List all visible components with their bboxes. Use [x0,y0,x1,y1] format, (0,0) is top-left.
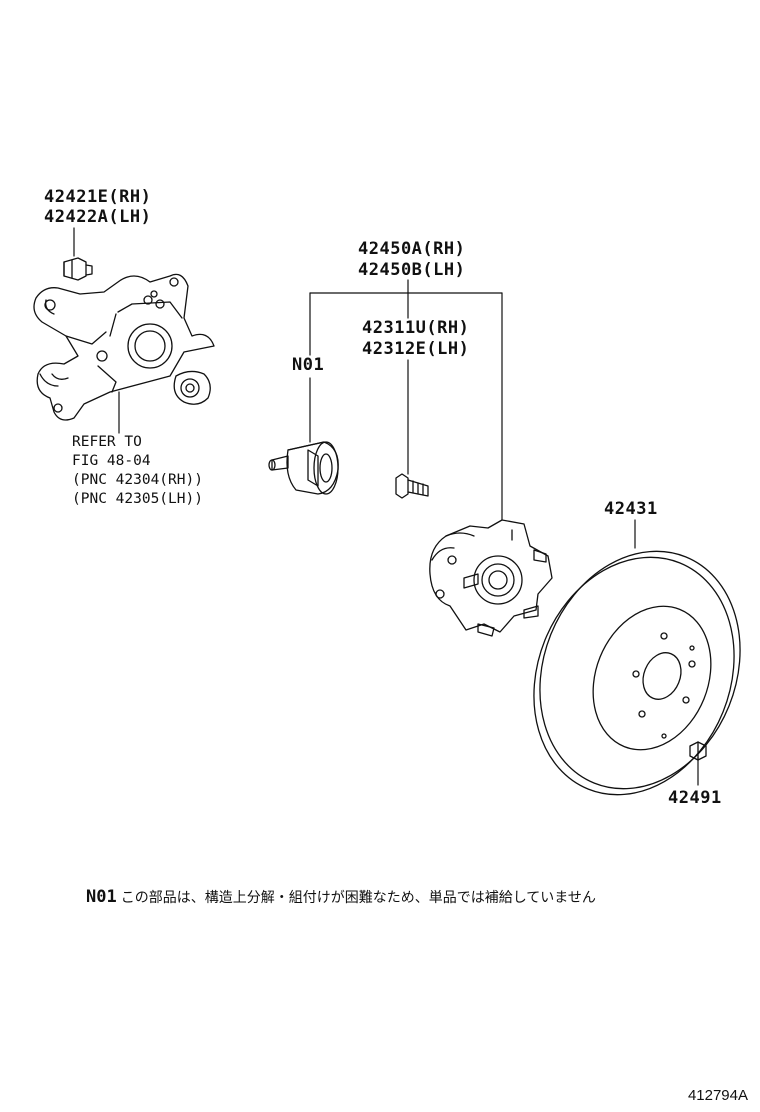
reference-line-4: (PNC 42305(LH)) [72,491,203,507]
disc-screw-icon [689,741,707,761]
sensor-cap-icon [268,441,339,495]
label-knuckle-bolt-lh: 42422A(LH) [44,207,152,227]
label-knuckle-bolt-rh: 42421E(RH) [44,187,152,207]
label-disc: 42431 [604,499,658,519]
steering-knuckle-icon [33,273,215,421]
label-hub-assy-lh: 42450B(LH) [358,260,466,280]
reference-line-2: FIG 48-04 [72,453,151,469]
knuckle-bolt-icon [63,257,93,281]
label-sensor-part: N01 [292,355,325,375]
reference-line-3: (PNC 42304(RH)) [72,472,203,488]
hub-bearing-icon [429,519,553,637]
brake-disc-icon [533,550,741,796]
footnote-text: この部品は、構造上分解・組付けが困難なため、単品では補給していません [120,890,596,906]
label-disc-screw: 42491 [668,788,722,808]
reference-line-1: REFER TO [72,434,142,450]
leader-lines [73,227,699,786]
label-hub-bolt-rh: 42311U(RH) [362,318,470,338]
label-hub-assy-rh: 42450A(RH) [358,239,466,259]
hub-bolt-icon [395,473,429,499]
figure-code: 412794A [687,1087,748,1104]
label-hub-bolt-lh: 42312E(LH) [362,339,470,359]
footnote-tag: N01 [86,887,117,907]
